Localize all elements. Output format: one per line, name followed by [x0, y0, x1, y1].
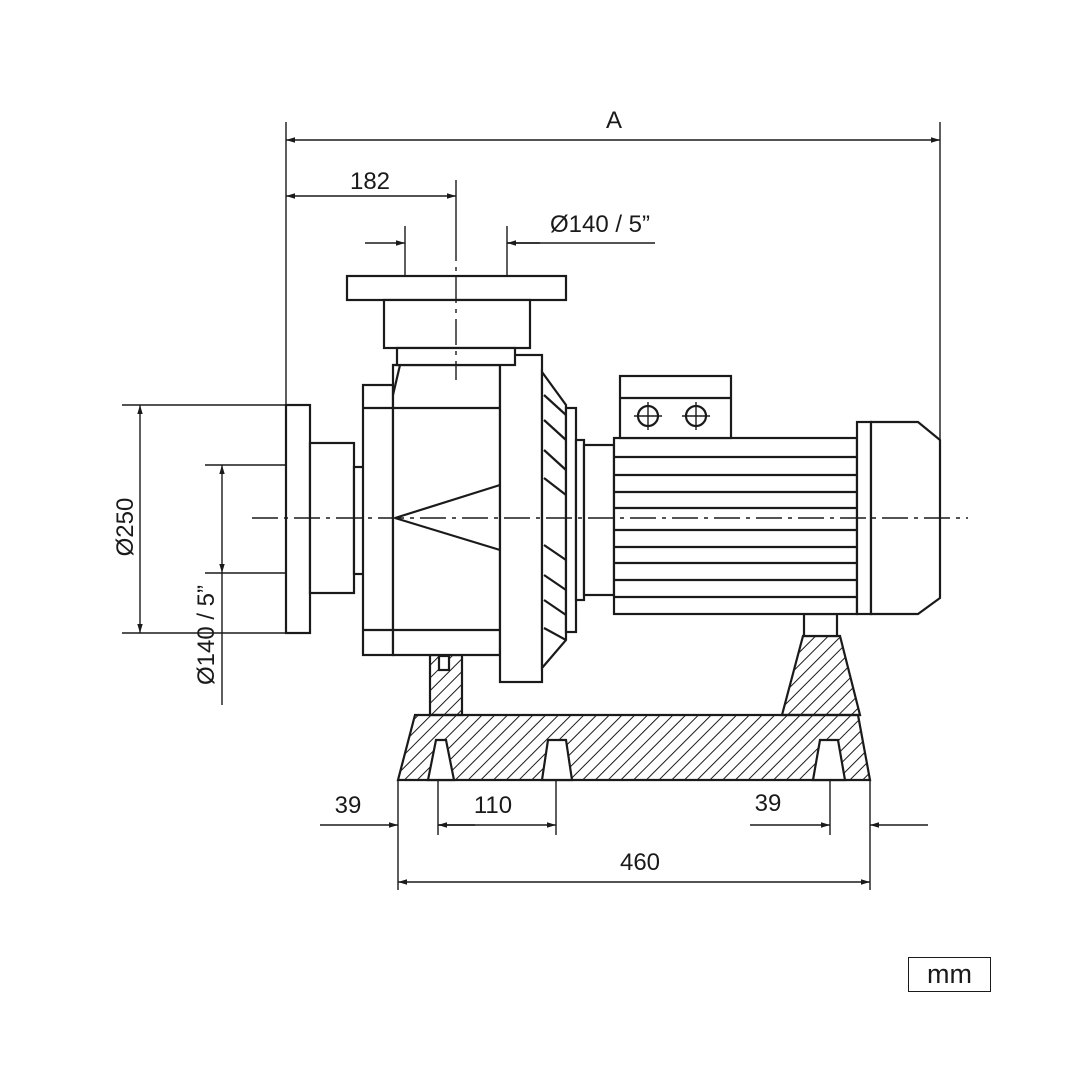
center-lines: [252, 235, 968, 519]
terminal-box: [618, 374, 733, 440]
dim-overall-length-label: A: [606, 107, 622, 134]
dim-flange-diameter-label: Ø250: [112, 498, 139, 557]
dim-suction-diameter-label: Ø140 / 5”: [193, 585, 220, 685]
dim-foot-spacing-label: 110: [474, 792, 512, 819]
suction-flange: [284, 403, 366, 635]
dimension-labels: A 182 Ø140 / 5” Ø250 Ø140 / 5” 39 110 39…: [112, 107, 781, 876]
dim-right-foot-offset-label: 39: [755, 790, 782, 817]
base-frame: [396, 612, 872, 782]
dim-left-foot-offset-label: 39: [335, 792, 362, 819]
motor-support: [802, 612, 839, 638]
dim-suction-offset-label: 182: [350, 168, 390, 195]
foot-slot-middle: [540, 738, 574, 782]
pump-housing: [361, 353, 544, 684]
motor: [582, 374, 942, 616]
bracket-ribs: [540, 368, 586, 671]
motor-cooling-fins: [614, 455, 857, 599]
foot-slot-right: [811, 738, 847, 782]
dim-base-length-label: 460: [620, 849, 660, 876]
dim-discharge-diameter-label: Ø140 / 5”: [550, 211, 650, 238]
dimension-lines: [122, 122, 941, 890]
drain-plug: [437, 654, 451, 672]
unit-label: mm: [908, 957, 991, 992]
foot-slot-left: [426, 738, 456, 782]
